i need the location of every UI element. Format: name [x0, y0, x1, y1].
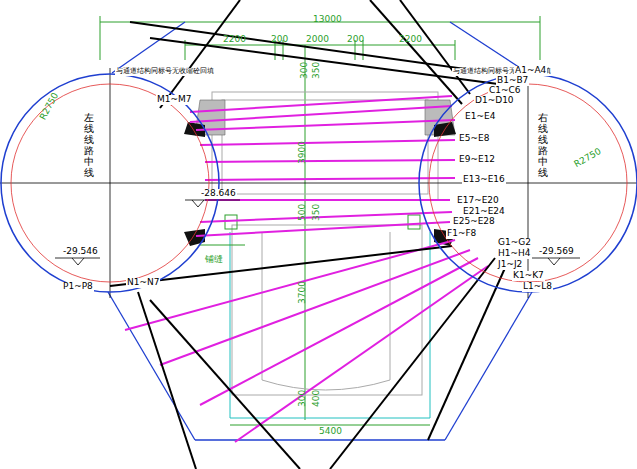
tunnel-circle: 左线线路中线 R2750 [0, 73, 220, 293]
note-label: 铺缝 [204, 255, 224, 265]
dimension-label: 5400 [318, 427, 343, 437]
centerline-label: 右线线路中线 [538, 112, 548, 178]
anchor-group-label: H1~H4 [497, 249, 532, 259]
anchor-group-label: F1~F8 [446, 229, 477, 239]
dimension-label: 13000 [312, 15, 343, 25]
anchor-group-label: A1~A4 [514, 66, 547, 76]
dimension-label: 500 [298, 203, 308, 222]
elevation-label: -29.569 [538, 247, 575, 257]
dimension-label: 2000 [305, 35, 330, 45]
anchor-group-label: P1~P8 [62, 282, 94, 292]
dimension-label: 3700 [298, 280, 308, 305]
tunnel-circle: 右线线路中线 R2750 [418, 73, 637, 293]
anchor-group-label: E5~E8 [458, 134, 490, 144]
anchor-group-label: E25~E28 [452, 217, 496, 227]
circle-outline [0, 73, 220, 293]
dimension-label: 300 [298, 389, 308, 408]
dimension-label: 3900 [298, 140, 308, 165]
anchor-group-label: E1~E4 [464, 112, 496, 122]
elevation-label: -28.646 [200, 189, 237, 199]
dimension-label: 2200 [398, 35, 423, 45]
anchor-group-label: J1~J2 [497, 260, 523, 270]
centerline-label: 左线线路中线 [84, 112, 94, 178]
circle-outline [418, 73, 637, 293]
anchor-group-label: N1~N7 [126, 278, 160, 288]
radius-label: R2750 [38, 90, 61, 122]
anchor-group-label: D1~D10 [474, 96, 515, 106]
anchor-group-label: E13~E16 [462, 175, 506, 185]
anchor-group-label: E9~E12 [458, 155, 496, 165]
anchor-group-label: E17~E20 [456, 196, 500, 206]
note-label: 与通道结构同标号无收缩砼回填 [115, 68, 215, 76]
dimension-label: 2200 [222, 35, 247, 45]
elevation-label: -29.546 [62, 247, 99, 257]
dimension-label: 300 [300, 61, 310, 80]
dimension-label: 200 [270, 35, 289, 45]
anchor-group-label: E21~E24 [462, 207, 506, 217]
dimension-label: 400 [312, 389, 322, 408]
anchor-group-label: K1~K7 [512, 271, 545, 281]
dimension-label: 200 [346, 35, 365, 45]
anchor-group-label: G1~G2 [497, 238, 532, 248]
anchor-group-label: B1~B7 [496, 76, 529, 86]
dimension-label: 350 [312, 203, 322, 222]
anchor-group-label: M1~M7 [156, 95, 193, 105]
dimension-label: 350 [312, 61, 322, 80]
radius-label: R2750 [572, 146, 604, 170]
anchor-group-label: L1~L8 [522, 282, 553, 292]
anchor-group-label: C1~C6 [488, 86, 522, 96]
